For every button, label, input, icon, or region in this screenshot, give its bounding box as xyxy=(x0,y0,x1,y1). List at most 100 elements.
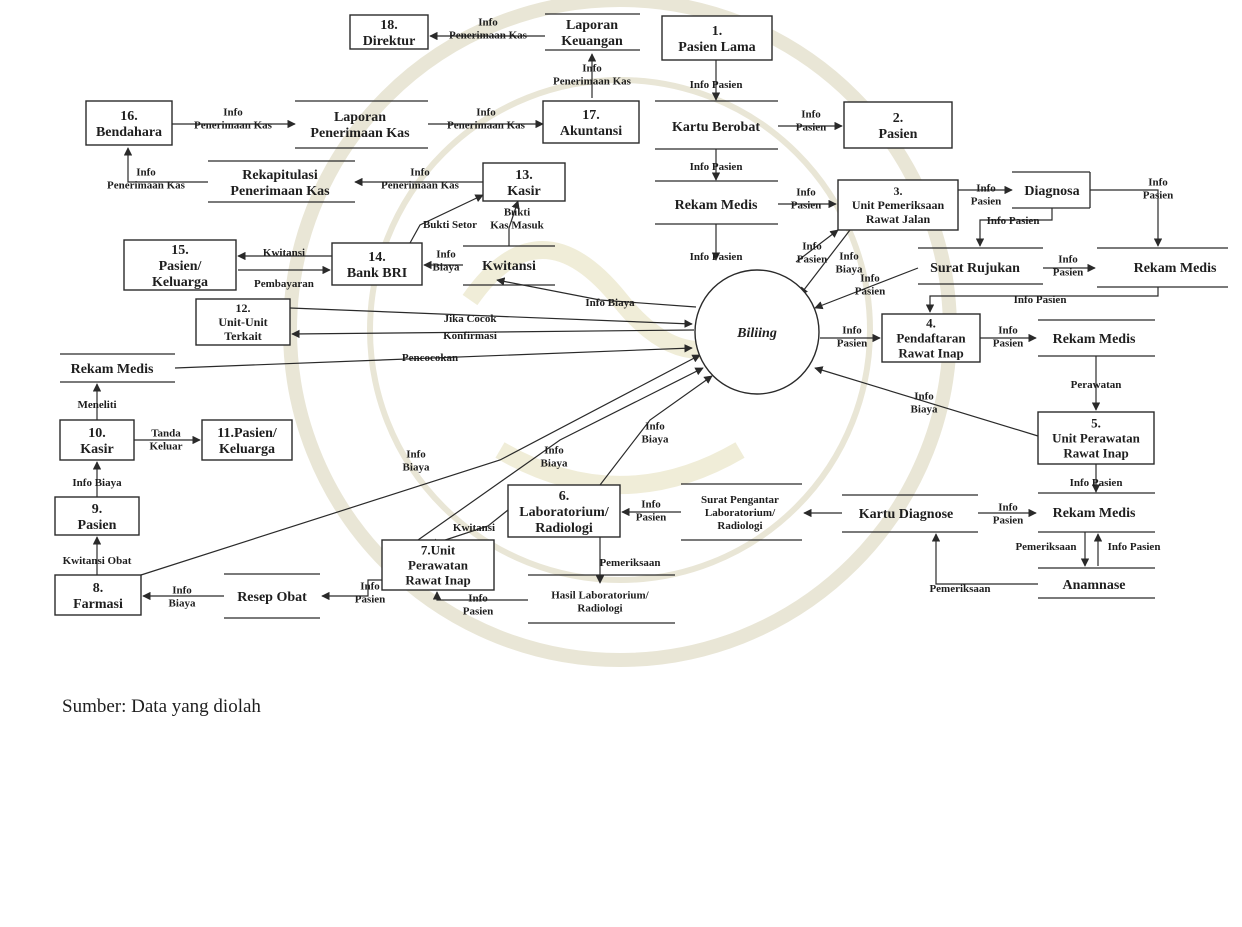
store-label: Kartu Berobat xyxy=(672,120,760,135)
flow-line xyxy=(508,200,520,246)
flow-label-farm-bil: Info xyxy=(406,449,426,461)
store-label: Kwitansi xyxy=(482,259,536,274)
flow-line xyxy=(174,344,693,369)
flow-label-info-biaya-bri: Biaya xyxy=(433,262,460,274)
store-label: Anamnase xyxy=(1062,578,1125,593)
store-rm_right1: Rekam Medis xyxy=(1097,247,1228,288)
flow-label-dir-lapkeu: Penerimaan Kas xyxy=(449,30,528,42)
flow-label-bukti-setor: Bukti Setor xyxy=(423,219,477,231)
entity-label: 16. xyxy=(120,109,138,124)
flow-label-info-biaya-farm: Info xyxy=(172,585,192,597)
entity-box xyxy=(507,484,621,538)
entity-box xyxy=(123,239,237,291)
flow-label-sr-rm: Info xyxy=(1058,254,1078,266)
flow-label-upri5-bil: Info xyxy=(914,391,934,403)
entity-label: Rawat Jalan xyxy=(866,212,931,226)
entity-label: Pendaftaran xyxy=(896,331,966,346)
flow-label-sr-bil: Pasien xyxy=(855,286,886,298)
entity-label: 15. xyxy=(171,243,189,258)
source-caption: Sumber: Data yang diolah xyxy=(62,696,261,717)
flow-label-lappk-akun: Info xyxy=(476,107,496,119)
store-rm_right3: Rekam Medis xyxy=(1038,492,1155,533)
entity-box xyxy=(1037,411,1155,465)
store-label: Laporan xyxy=(566,18,618,33)
store-label: Diagnosa xyxy=(1024,184,1079,199)
entity-box xyxy=(843,101,953,149)
store-anamnase: Anamnase xyxy=(1038,567,1155,599)
entity-label: Unit-Unit xyxy=(218,315,267,329)
flow-label-upri5-rm: Info Pasien xyxy=(1070,477,1123,489)
entity-label: Perawatan xyxy=(408,558,469,573)
flow-label-konfirmasi: Konfirmasi xyxy=(443,330,497,342)
entity-box xyxy=(542,100,640,144)
flow-label-kd-rm: Info xyxy=(998,502,1018,514)
flow-label-farm-bil: Biaya xyxy=(403,462,430,474)
flow-label-jika-cocok: Jika Cocok xyxy=(444,313,498,325)
flow-label-info-biaya-kwi: Info Biaya xyxy=(585,297,635,309)
entity-label: Direktur xyxy=(363,34,416,49)
store-label: Rekam Medis xyxy=(71,362,154,377)
flow-label-pembayaran: Pembayaran xyxy=(254,278,314,290)
flow-label-kwitansi-obat: Kwitansi Obat xyxy=(63,555,132,567)
flow-label-upj-bil-pasien: Pasien xyxy=(797,254,828,266)
entity-label: Terkait xyxy=(224,329,262,343)
flow-label-kb-p2: Info xyxy=(801,109,821,121)
store-label: Keuangan xyxy=(561,34,623,49)
entity-label: Pasien Lama xyxy=(678,40,755,55)
flow-label-pl-kb: Info Pasien xyxy=(690,79,743,91)
flow-label-info-pasien-lab: Info xyxy=(641,499,661,511)
store-surat_rujukan: Surat Rujukan xyxy=(918,247,1043,285)
flow-label-info-pasien-lab: Pasien xyxy=(636,512,667,524)
entity-label: 14. xyxy=(368,250,386,265)
billing-circle xyxy=(694,269,820,395)
flow-label-info-biaya-9: Info Biaya xyxy=(72,477,122,489)
entity-label: 11.Pasien/ xyxy=(217,426,278,441)
store-label: Rekapitulasi xyxy=(242,168,318,183)
entity-label: Farmasi xyxy=(73,597,123,612)
flow-line xyxy=(321,579,382,601)
flow-label-upj-bil-pasien: Info xyxy=(802,241,822,253)
entity-label: Unit Perawatan xyxy=(1052,431,1141,446)
flow-label-upri5-bil: Biaya xyxy=(911,404,938,416)
entity-box xyxy=(661,15,773,61)
flow-line xyxy=(925,287,1159,313)
entity-box xyxy=(54,574,142,616)
entity-pk15: 15.Pasien/Keluarga xyxy=(123,239,237,291)
entity-direktur: 18.Direktur xyxy=(349,14,429,50)
entity-label: Kasir xyxy=(507,184,540,199)
flow-line xyxy=(289,307,693,328)
entity-label: 13. xyxy=(515,168,533,183)
flow-line xyxy=(432,591,528,601)
store-kartu_berobat: Kartu Berobat xyxy=(655,100,778,150)
entity-box xyxy=(85,100,173,146)
flow-label-lab-bil: Biaya xyxy=(642,434,669,446)
entity-label: Pasien xyxy=(879,127,918,142)
store-label: Surat Pengantar xyxy=(701,494,779,506)
flow-label-bil-pri: Info xyxy=(842,325,862,337)
flow-label-pemeriksaan-r: Pemeriksaan xyxy=(1015,541,1076,553)
flow-label-info-pasien-hasil: Info xyxy=(468,593,488,605)
flow-label-bil-pri: Pasien xyxy=(837,338,868,350)
store-label: Kartu Diagnose xyxy=(859,507,954,522)
entity-label: Pasien xyxy=(78,518,117,533)
entity-label: 17. xyxy=(582,108,600,123)
flow-label-rekap-kasir13: Info xyxy=(410,167,430,179)
flow-label-lab-bil: Info xyxy=(645,421,665,433)
entity-label: Rawat Inap xyxy=(405,573,470,588)
entity-label: Pasien/ xyxy=(159,259,203,274)
flow-label-lapkeu-akun: Info xyxy=(582,63,602,75)
flow-line xyxy=(975,208,1053,247)
entity-label: Keluarga xyxy=(152,275,208,290)
entity-label: Bank BRI xyxy=(347,266,407,281)
flow-label-sr-bil: Info xyxy=(860,273,880,285)
flow-label-bend-lappk: Penerimaan Kas xyxy=(194,120,273,132)
entity-farmasi: 8.Farmasi xyxy=(54,574,142,616)
flow-label-rekap-kasir13: Penerimaan Kas xyxy=(381,180,460,192)
entity-kasir13: 13.Kasir xyxy=(482,162,566,202)
